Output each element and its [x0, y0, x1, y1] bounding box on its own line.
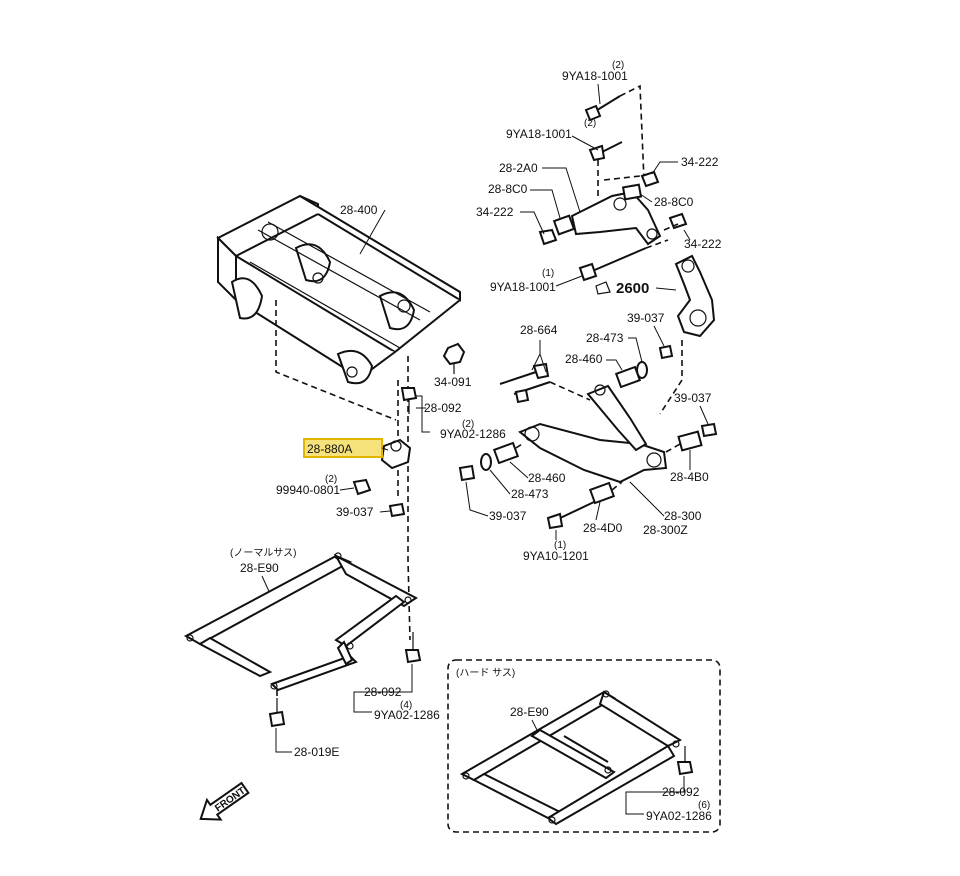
label-28-019E[interactable]: 28-019E [294, 745, 339, 759]
normal-sus-label: (ノーマルサス) [230, 547, 296, 559]
brace-28-E90-normal[interactable] [183, 552, 418, 692]
label-28-460-a[interactable]: 28-460 [565, 352, 603, 366]
lower-arm-28-300[interactable] [518, 384, 668, 484]
brace-28-E90-hard[interactable] [459, 690, 683, 826]
label-9YA10-1201[interactable]: 9YA10-1201 [523, 549, 589, 563]
label-28-473-b[interactable]: 28-473 [511, 487, 549, 501]
label-28-300Z[interactable]: 28-300Z [643, 523, 688, 537]
qty-99940: (2) [325, 474, 337, 485]
qty-9YA18-1001-c: (1) [542, 268, 554, 279]
label-34-222-a[interactable]: 34-222 [476, 205, 514, 219]
label-28-300[interactable]: 28-300 [664, 509, 702, 523]
label-34-222-c[interactable]: 34-222 [684, 237, 722, 251]
nut-34-222-a[interactable] [538, 228, 558, 246]
label-28-4B0[interactable]: 28-4B0 [670, 470, 709, 484]
bushing-28-460-b[interactable] [492, 441, 520, 465]
label-39-037-d[interactable]: 39-037 [489, 509, 527, 523]
bushing-28-460-a[interactable] [614, 365, 642, 389]
qty-9YA10-1201: (1) [554, 540, 566, 551]
nut-39-037-b[interactable] [658, 344, 674, 360]
nut-99940-0801[interactable] [352, 478, 372, 496]
label-28-4D0[interactable]: 28-4D0 [583, 521, 623, 535]
label-28-092-a[interactable]: 28-092 [424, 401, 462, 415]
bushing-28-8C0-b[interactable] [621, 183, 643, 201]
label-28-092-c[interactable]: 28-092 [662, 785, 700, 799]
bolt-28-664[interactable] [499, 362, 551, 404]
upper-arm-28-2A0[interactable] [570, 190, 662, 246]
qty-9YA18-1001-a: (2) [612, 60, 624, 71]
label-28-664[interactable]: 28-664 [520, 323, 558, 337]
hard-sus-label: (ハード サス) [456, 667, 515, 679]
washer-28-473-b[interactable] [480, 453, 492, 471]
label-9YA02-1286-b[interactable]: 9YA02-1286 [374, 708, 440, 722]
bolt-28-019E[interactable] [268, 698, 286, 728]
label-28-E90-a[interactable]: 28-E90 [240, 561, 279, 575]
label-9YA18-1001-c[interactable]: 9YA18-1001 [490, 280, 556, 294]
qty-9YA02-1286-a: (2) [462, 419, 474, 430]
bushing-28-4B0[interactable] [677, 430, 703, 452]
crossmember-28-400[interactable] [216, 194, 461, 385]
nut-34-222-b[interactable] [640, 170, 660, 188]
label-39-037-a[interactable]: 39-037 [336, 505, 374, 519]
label-28-E90-b[interactable]: 28-E90 [510, 705, 549, 719]
bolt-28-092-c[interactable] [676, 746, 694, 776]
label-34-222-b[interactable]: 34-222 [681, 155, 719, 169]
label-28-400[interactable]: 28-400 [340, 203, 378, 217]
bushing-28-4D0[interactable] [588, 481, 616, 505]
nut-34-222-c[interactable] [668, 212, 688, 230]
nut-39-037-d[interactable] [458, 464, 476, 482]
label-39-037-b[interactable]: 39-037 [627, 311, 665, 325]
label-99940-0801[interactable]: 99940-0801 [276, 483, 340, 497]
front-arrow-icon: FRONT [199, 781, 250, 821]
label-28-8C0-b[interactable]: 28-8C0 [654, 195, 694, 209]
qty-9YA02-1286-b: (4) [400, 700, 412, 711]
label-28-8C0-a[interactable]: 28-8C0 [488, 182, 528, 196]
label-28-460-b[interactable]: 28-460 [528, 471, 566, 485]
qty-9YA02-1286-c: (6) [698, 800, 710, 811]
label-2600[interactable]: 2600 [616, 280, 649, 297]
label-28-092-b[interactable]: 28-092 [364, 685, 402, 699]
bolt-9YA18-1001-b[interactable] [588, 141, 623, 162]
bolt-28-092-b[interactable] [404, 632, 422, 664]
nut-34-091[interactable] [442, 342, 466, 374]
bolt-9YA18-1001-a[interactable] [584, 95, 621, 122]
label-39-037-c[interactable]: 39-037 [674, 391, 712, 405]
bolt-28-092-a[interactable] [400, 387, 418, 414]
bracket-28-880A[interactable] [380, 438, 412, 470]
nut-39-037-c[interactable] [700, 422, 718, 438]
hard-sus-box [447, 659, 721, 833]
nut-39-037-a[interactable] [388, 502, 406, 518]
label-9YA18-1001-a[interactable]: 9YA18-1001 [562, 69, 628, 83]
bushing-28-8C0-a[interactable] [552, 214, 576, 236]
label-28-880A[interactable]: 28-880A [307, 442, 352, 456]
label-34-091[interactable]: 34-091 [434, 375, 472, 389]
label-28-473-a[interactable]: 28-473 [586, 331, 624, 345]
bolt-9YA10-1201[interactable] [546, 501, 595, 530]
qty-9YA18-1001-b: (2) [584, 118, 596, 129]
label-28-2A0[interactable]: 28-2A0 [499, 161, 538, 175]
bolt-9YA18-1001-c[interactable] [578, 247, 647, 282]
label-9YA02-1286-c[interactable]: 9YA02-1286 [646, 809, 712, 823]
label-9YA18-1001-b[interactable]: 9YA18-1001 [506, 127, 572, 141]
knuckle-2600[interactable] [674, 254, 716, 338]
label-9YA02-1286-a[interactable]: 9YA02-1286 [440, 427, 506, 441]
